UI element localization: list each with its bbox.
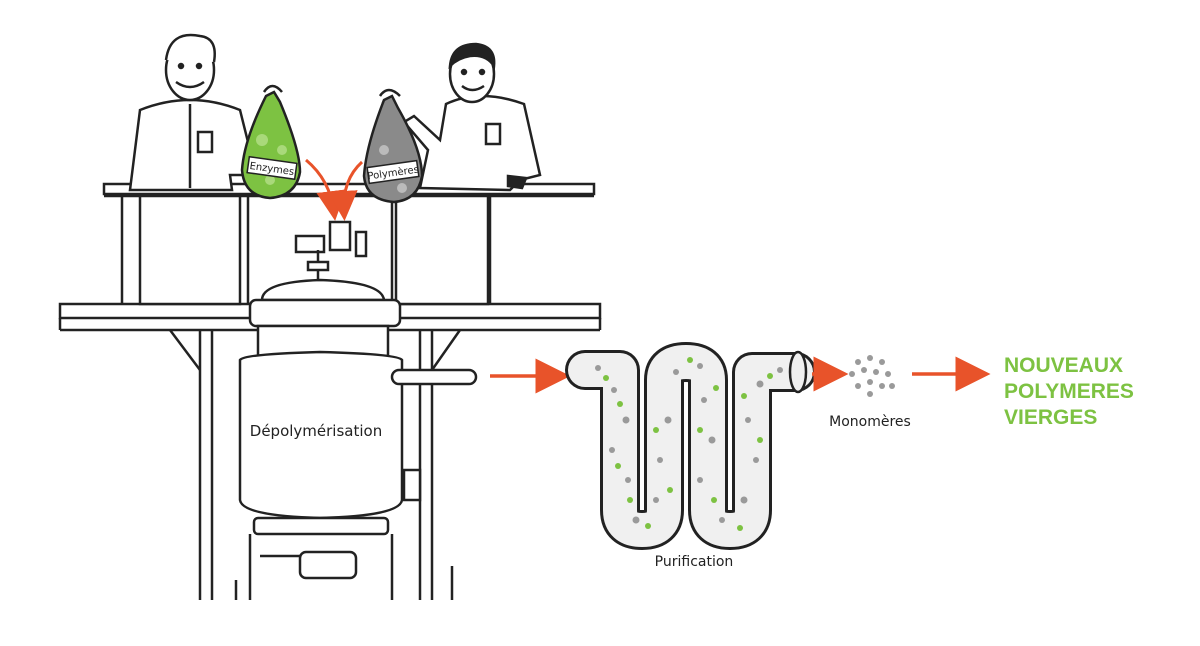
result-line-2: POLYMERES [1004,380,1134,403]
reactor-tank-icon [234,220,478,600]
polymer-arrow-icon [327,160,364,221]
depolymerisation-label: Dépolymérisation [250,422,382,440]
purification-label: Purification [655,554,734,570]
result-line-3: VIERGES [1004,406,1097,429]
monomers-label: Monomères [829,414,911,430]
purification-pipe-icon [565,342,816,550]
monomer-dots-icon [849,355,895,397]
scientist-right-icon [402,42,542,192]
result-line-1: NOUVEAUX [1004,354,1123,377]
scientist-left-icon [128,33,274,192]
enzyme-bag-icon: Enzymes [240,84,302,200]
polymer-bag-icon: Polymères [362,88,424,204]
result-title: NOUVEAUX POLYMERES VIERGES [1004,354,1134,429]
